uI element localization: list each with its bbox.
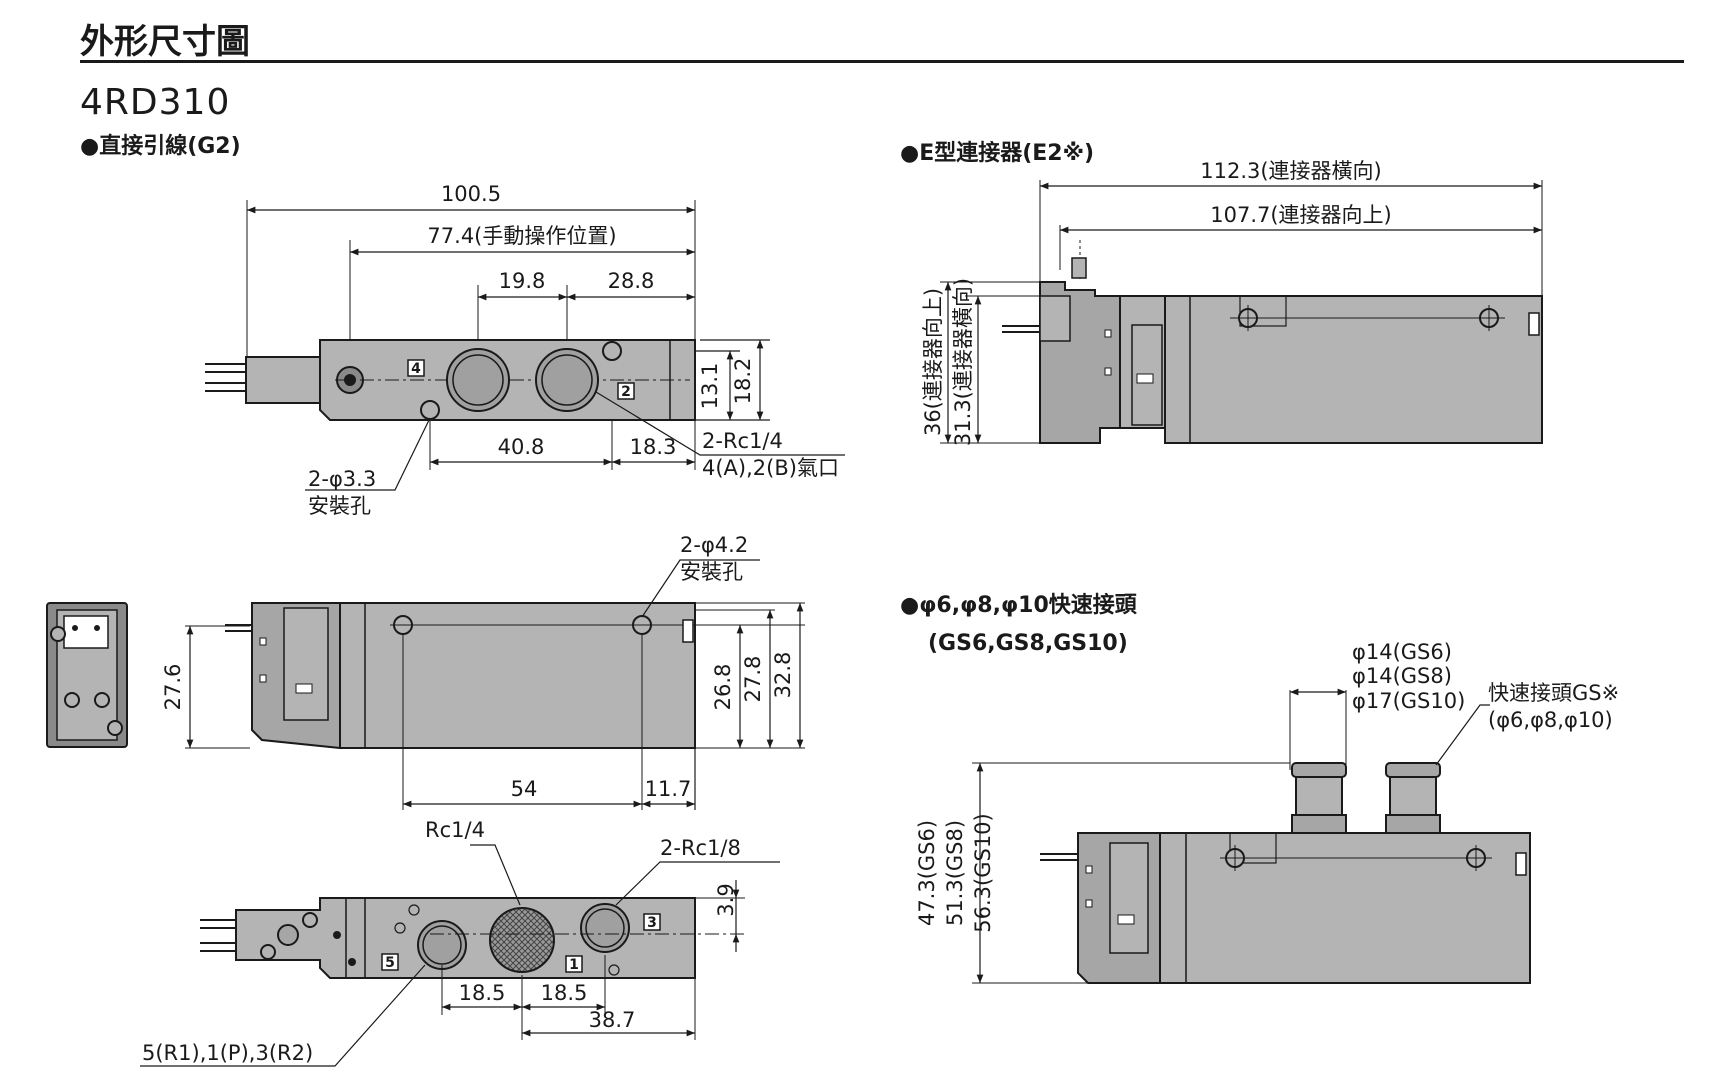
- dim-18-3: 18.3: [630, 435, 677, 459]
- dim-phi17-gs10: φ17(GS10): [1352, 689, 1465, 713]
- hole-spec-4-2: 2-φ4.2: [680, 533, 748, 557]
- port-5-label: 5: [385, 955, 395, 971]
- page-title: 外形尺寸圖: [80, 22, 250, 62]
- top-view-dimensions: [247, 206, 845, 491]
- dim-31-3: 31.3(連接器橫向): [951, 278, 975, 446]
- port-spec-rc14-bottom: Rc1/4: [425, 818, 485, 842]
- e2-dimensions: [944, 182, 1543, 443]
- port-spec-rc18: 2-Rc1/8: [660, 836, 741, 860]
- dim-phi14-gs8: φ14(GS8): [1352, 664, 1452, 688]
- dim-28-8: 28.8: [608, 269, 655, 293]
- port-4-label: 4: [411, 361, 421, 377]
- section-label-gs-sub: (GS6,GS8,GS10): [928, 631, 1128, 656]
- dim-18-2: 18.2: [731, 358, 755, 405]
- end-view: [46, 602, 128, 748]
- gs-dimensions: [976, 688, 1490, 983]
- dim-107-7: 107.7(連接器向上): [1210, 203, 1392, 227]
- side-view: [185, 602, 805, 810]
- hole-spec-3-3: 2-φ3.3: [308, 467, 376, 491]
- dim-19-8: 19.8: [499, 269, 546, 293]
- port-3-label: 3: [647, 915, 657, 931]
- port-spec-ab: 4(A),2(B)氣口: [702, 456, 839, 480]
- dim-27-8: 27.8: [741, 656, 765, 703]
- dim-18-5-b: 18.5: [541, 981, 588, 1005]
- top-view-g2: [205, 200, 696, 470]
- bottom-view-dimensions: [140, 844, 780, 1067]
- dim-overall: 100.5: [441, 182, 501, 206]
- dim-27-6: 27.6: [161, 664, 185, 711]
- dim-40-8: 40.8: [498, 435, 545, 459]
- e2-view: [940, 180, 1543, 444]
- fitting-spec: 快速接頭GS※: [1488, 681, 1619, 705]
- section-label-g2: ●直接引線(G2): [80, 133, 241, 159]
- hole-spec-3-3-label: 安裝孔: [308, 494, 371, 518]
- dim-11-7: 11.7: [645, 777, 692, 801]
- bottom-view: [200, 897, 745, 1040]
- section-label-e2: ●E型連接器(E2※): [900, 141, 1094, 166]
- port-2-label: 2: [621, 384, 631, 400]
- dim-13-1: 13.1: [698, 363, 722, 410]
- dim-manual: 77.4(手動操作位置): [427, 224, 616, 248]
- section-label-gs: ●φ6,φ8,φ10快速接頭: [900, 592, 1138, 618]
- model-number: 4RD310: [80, 82, 231, 123]
- port-spec-exhaust: 5(R1),1(P),3(R2): [142, 1041, 313, 1065]
- fitting-spec-sizes: (φ6,φ8,φ10): [1488, 708, 1613, 732]
- gs-view: [972, 690, 1531, 984]
- hole-spec-4-2-label: 安裝孔: [680, 560, 743, 584]
- dim-32-8: 32.8: [771, 652, 795, 699]
- dim-26-8: 26.8: [711, 664, 735, 711]
- dim-3-9: 3.9: [714, 883, 738, 916]
- title-rule: [80, 60, 1684, 63]
- dim-112-3: 112.3(連接器橫向): [1200, 159, 1382, 183]
- dim-56-3: 56.3(GS10): [971, 813, 995, 932]
- dim-phi14-gs6: φ14(GS6): [1352, 640, 1452, 664]
- dim-38-7: 38.7: [589, 1008, 636, 1032]
- port-1-label: 1: [569, 957, 579, 973]
- dim-18-5-a: 18.5: [459, 981, 506, 1005]
- port-spec-rc14: 2-Rc1/4: [702, 429, 783, 453]
- dim-47-3: 47.3(GS6): [915, 820, 939, 926]
- dim-36: 36(連接器向上): [921, 288, 945, 436]
- side-view-dimensions: [186, 559, 804, 810]
- dim-54: 54: [511, 777, 538, 801]
- dim-51-3: 51.3(GS8): [943, 820, 967, 926]
